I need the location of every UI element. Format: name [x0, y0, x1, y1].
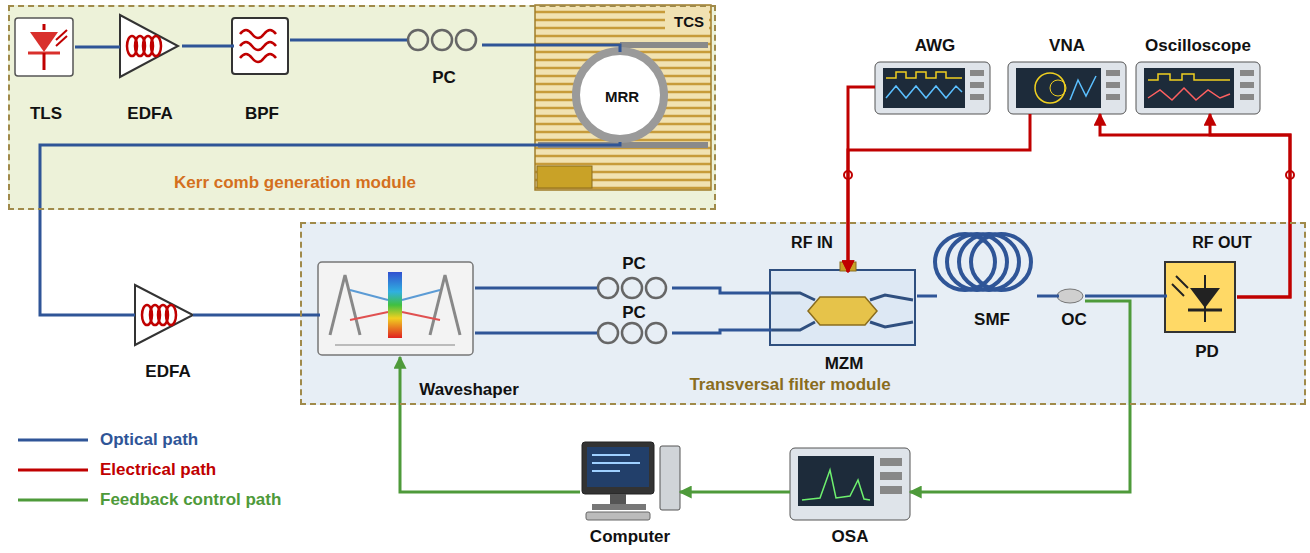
computer: Computer	[580, 440, 680, 520]
connector	[917, 295, 937, 298]
connector	[1100, 114, 1290, 297]
connector	[482, 45, 620, 52]
fiber-spool: SMF	[937, 234, 1037, 302]
connector	[848, 87, 875, 272]
legend-text: Electrical path	[100, 460, 216, 480]
panel-ground	[300, 222, 1306, 405]
connector	[672, 330, 772, 333]
connector	[290, 39, 407, 42]
component-label: MZM	[825, 355, 864, 374]
connector	[182, 45, 234, 48]
polarization-controller: PC	[407, 30, 482, 54]
component-label: TCS	[674, 14, 704, 31]
component-label: Transversal filter module	[689, 376, 890, 395]
legend-text: Feedback control path	[100, 490, 281, 510]
component-label: PC	[622, 255, 646, 274]
port-label: RF IN	[791, 234, 833, 252]
instrument: AWG	[875, 62, 990, 114]
connector	[1037, 295, 1059, 298]
amplifier-symbol	[135, 285, 193, 345]
waveshaper-symbol	[318, 262, 473, 355]
filter-symbol	[232, 18, 288, 74]
modulator: MZM	[772, 272, 917, 347]
polarization-controller: PC	[597, 323, 672, 347]
connector	[475, 287, 597, 290]
module-panel: Kerr comb generation module TLS EDFA BPF PC T…	[8, 5, 716, 210]
panel-ground	[8, 5, 716, 210]
fiber-spool	[935, 234, 1031, 290]
connector	[1210, 114, 1290, 297]
legend-sample	[18, 440, 88, 500]
temperature-stage: TCS MRR	[537, 7, 713, 192]
instrument: Oscilloscope	[1136, 62, 1260, 114]
component-label: Oscilloscope	[1145, 37, 1251, 56]
component-label: TLS	[30, 105, 62, 124]
component-label: VNA	[1049, 37, 1085, 56]
component-label: EDFA	[127, 105, 172, 124]
amplifier: EDFA	[120, 17, 182, 81]
component-label: MRR	[605, 89, 639, 106]
connector	[475, 332, 597, 335]
connector	[75, 46, 120, 49]
instrument: OSA	[790, 448, 910, 520]
component-label: EDFA	[145, 363, 190, 382]
coupler-symbol	[1057, 289, 1083, 303]
component-label: OC	[1061, 311, 1087, 330]
laser-symbol	[15, 18, 73, 76]
connector	[672, 288, 772, 293]
port-label: RF OUT	[1192, 234, 1252, 252]
optical-coupler: OC	[1059, 291, 1085, 305]
connector	[910, 301, 1130, 492]
component-label: PC	[432, 69, 456, 88]
connector	[848, 114, 1030, 272]
polarization-controller: PC	[597, 278, 672, 302]
polarization-controller	[408, 30, 476, 50]
amplifier-symbol	[120, 15, 178, 77]
connector	[400, 357, 580, 492]
component-label: SMF	[974, 311, 1010, 330]
photodetector: PD	[1167, 264, 1237, 334]
switch-symbol	[844, 171, 1294, 179]
computer-symbol	[582, 442, 680, 520]
component-label: Kerr comb generation module	[174, 174, 416, 193]
modulator-symbol	[770, 262, 915, 345]
legend-text: Optical path	[100, 430, 198, 450]
instrument-symbol	[790, 62, 1260, 520]
waveshaper: Waveshaper	[320, 264, 475, 357]
bandpass-filter: BPF	[234, 20, 290, 76]
component-label: BPF	[245, 105, 279, 124]
chip-symbol	[535, 5, 711, 190]
connector	[40, 142, 620, 315]
laser-source: TLS	[17, 20, 75, 78]
polarization-controller	[598, 278, 666, 343]
component-label: Waveshaper	[419, 381, 519, 400]
connector	[1085, 295, 1167, 298]
photodiode-symbol	[1165, 262, 1235, 332]
instrument: VNA	[1008, 62, 1126, 114]
component-label: AWG	[915, 37, 956, 56]
component-label: Computer	[590, 528, 670, 547]
component-label: OSA	[832, 528, 869, 547]
amplifier: EDFA	[135, 285, 193, 345]
component-label: PC	[622, 304, 646, 323]
connector	[680, 491, 790, 494]
component-label: PD	[1195, 343, 1219, 362]
microring: MRR	[577, 52, 667, 142]
